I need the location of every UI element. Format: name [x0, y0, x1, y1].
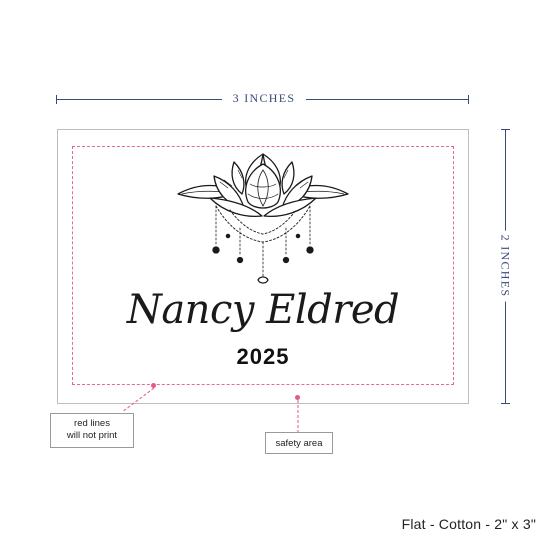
- lotus-chandelier-icon: [177, 153, 349, 284]
- safety-area-callout-leader: [297, 400, 299, 432]
- safety-area-outline: [72, 146, 454, 385]
- card-name: Nancy Eldred: [126, 287, 400, 333]
- red-lines-callout-leader: [121, 387, 155, 413]
- safety-area-callout: safety area: [265, 432, 333, 454]
- safety-area-callout-dot: [295, 395, 300, 400]
- card-year: 2025: [236, 344, 290, 369]
- height-dimension-bottom-cap: [501, 403, 510, 404]
- red-lines-callout: red lines will not print: [50, 413, 134, 448]
- red-lines-callout-dot: [151, 383, 156, 388]
- width-dimension-right-cap: [468, 95, 469, 104]
- height-dimension-label: 2 INCHES: [497, 230, 513, 302]
- red-lines-callout-line1: red lines: [74, 418, 110, 429]
- red-lines-callout-line2: will not print: [66, 429, 118, 441]
- product-caption: Flat - Cotton - 2" x 3": [401, 516, 536, 532]
- width-dimension-label: 3 INCHES: [222, 91, 306, 106]
